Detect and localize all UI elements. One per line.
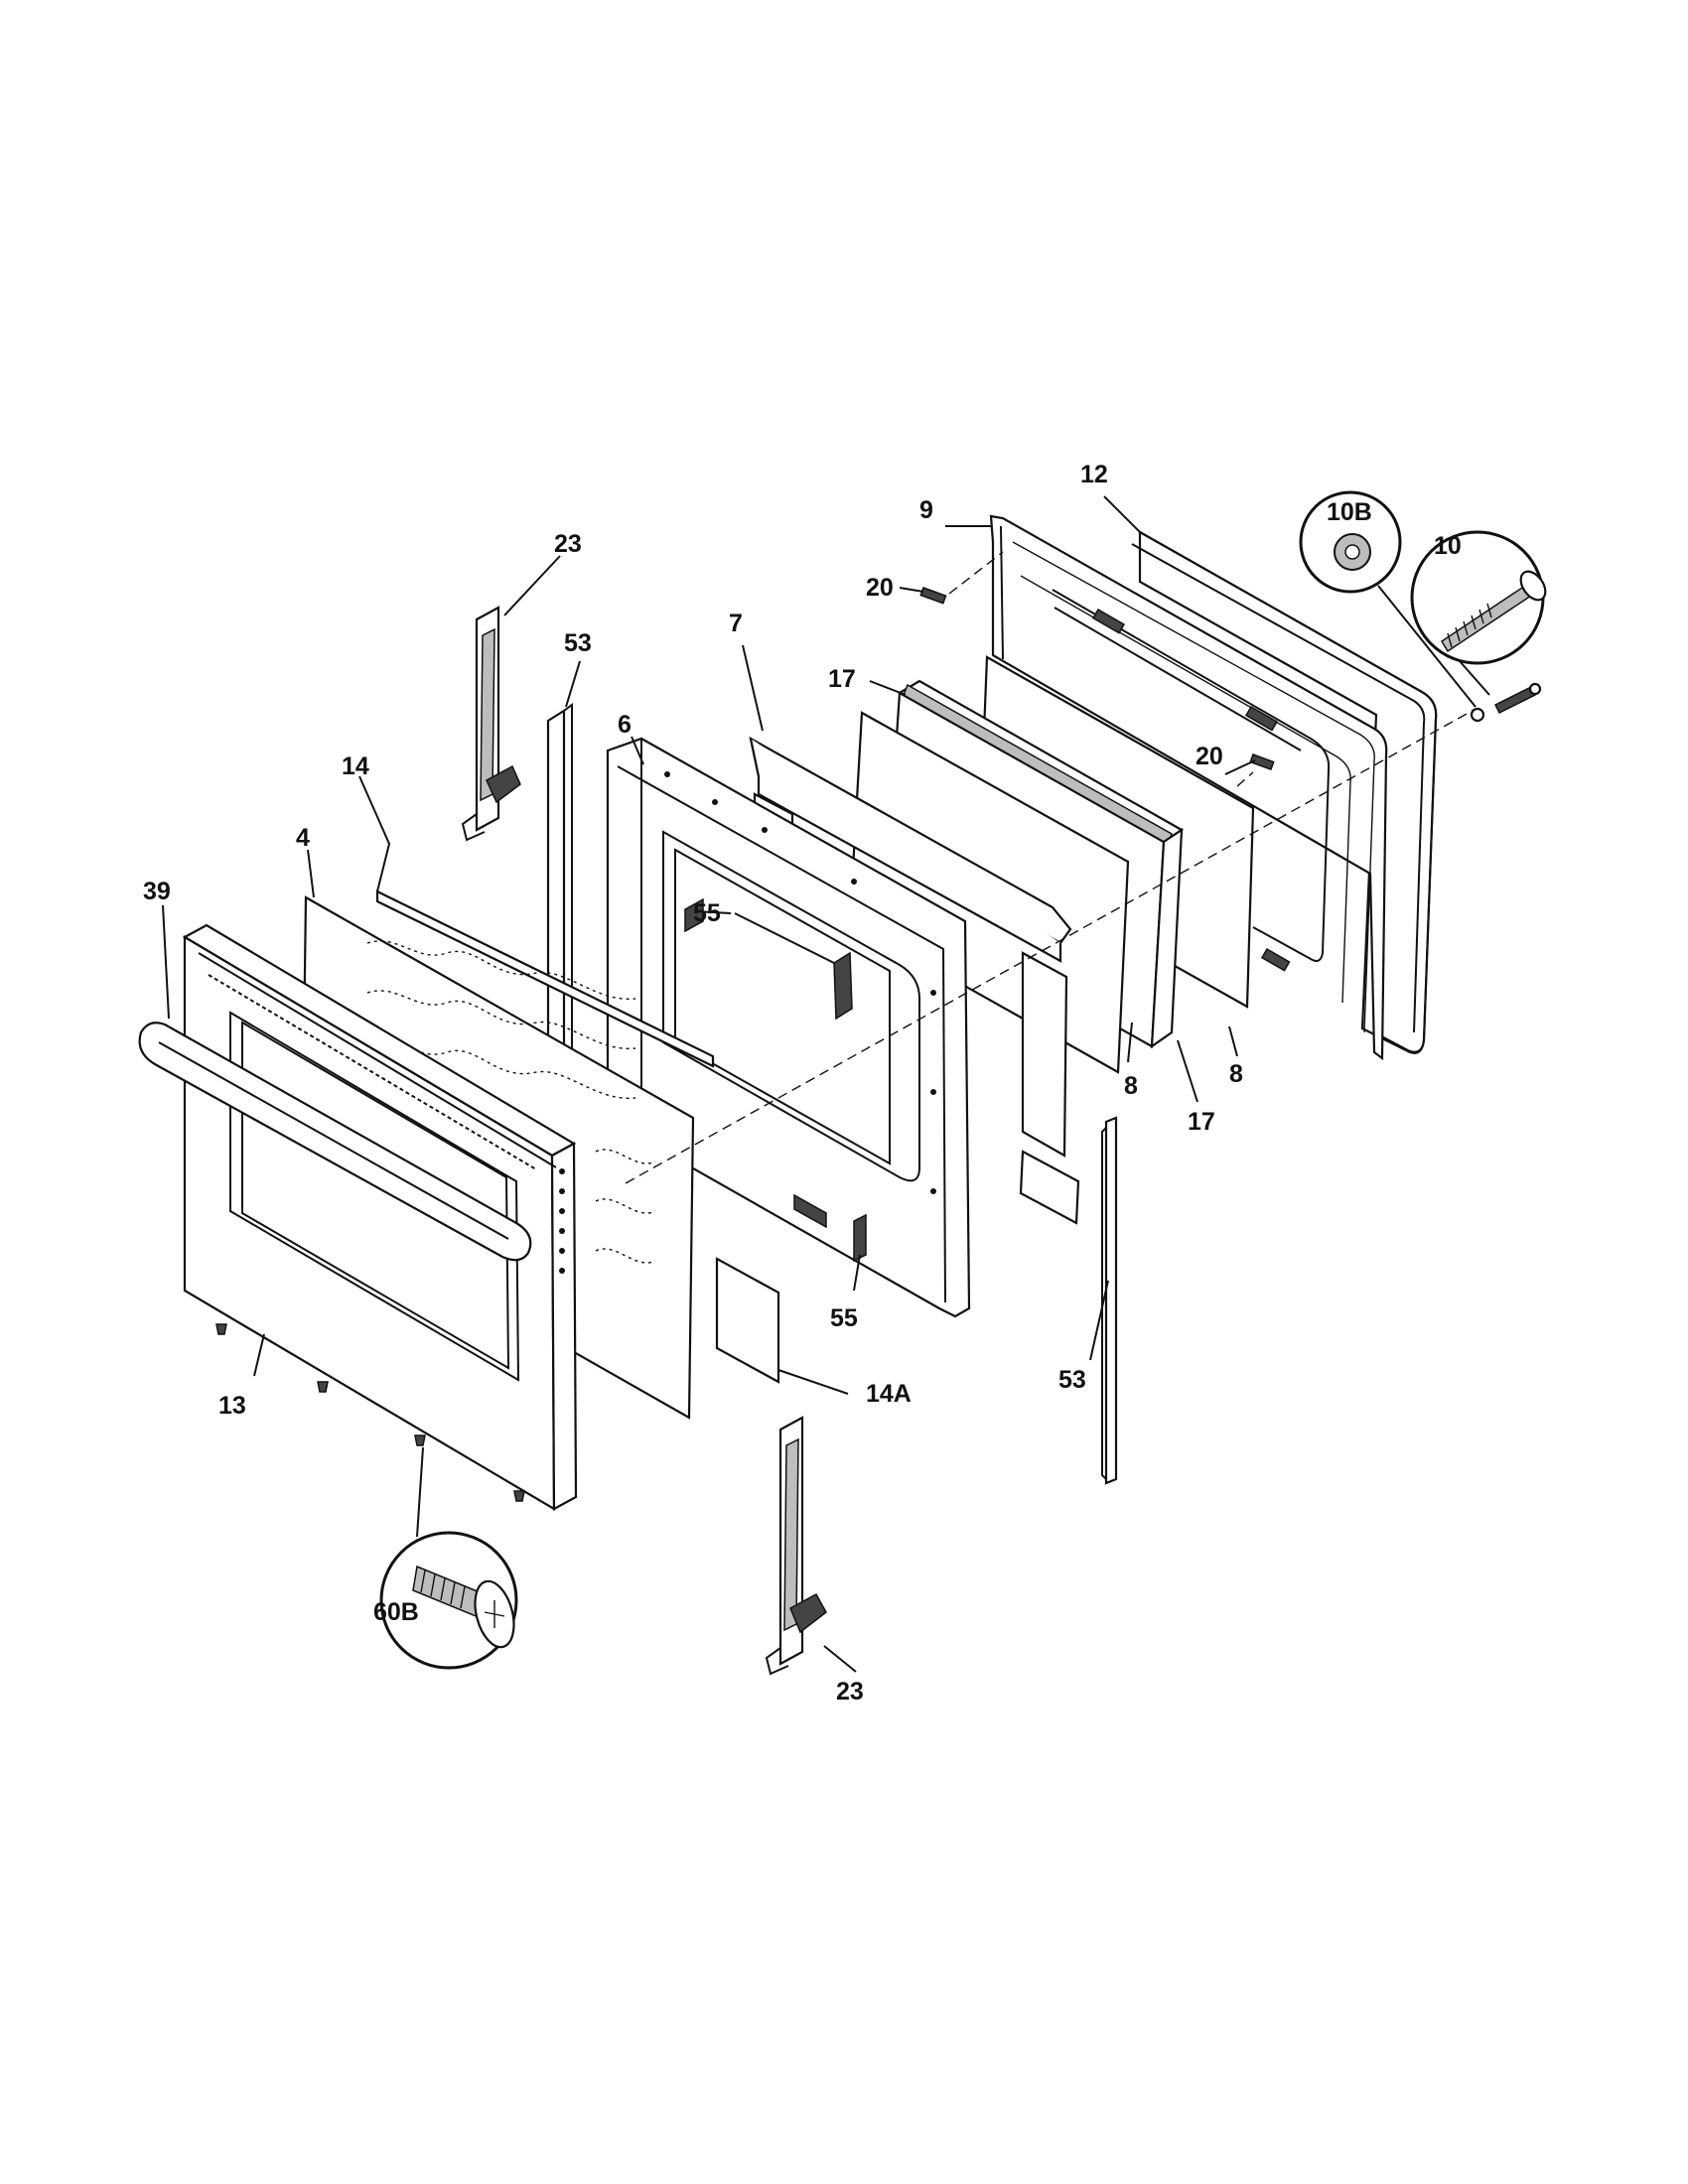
door-screws <box>215 1323 525 1502</box>
part-55-hinge-receptacle <box>684 897 867 1263</box>
label-4: 4 <box>296 824 310 852</box>
detail-10b-washer <box>1299 490 1477 708</box>
label-7: 7 <box>729 610 743 637</box>
label-14a: 14A <box>866 1380 912 1408</box>
part-12-rear-frame <box>1131 530 1438 1054</box>
label-55-bottom: 55 <box>830 1304 858 1332</box>
part-39-handle <box>138 1022 532 1262</box>
label-8-right: 8 <box>1229 1060 1243 1088</box>
part-53-side-channel-bottom <box>1101 1116 1118 1485</box>
label-39: 39 <box>143 878 171 905</box>
label-17-bottom: 17 <box>1188 1108 1215 1136</box>
label-53-bottom: 53 <box>1058 1366 1086 1394</box>
label-8-mid: 8 <box>1124 1072 1138 1100</box>
part-23-hinge-top <box>461 606 521 842</box>
label-17-top: 17 <box>828 665 856 693</box>
label-10: 10 <box>1434 532 1462 560</box>
part-14-top-trim <box>375 889 715 1068</box>
label-23-bottom: 23 <box>836 1678 864 1706</box>
alignment-lines <box>625 551 1477 1184</box>
part-labels: 23 53 14 4 39 6 7 17 9 12 20 20 10B 10 5… <box>143 461 1462 1706</box>
part-9-inner-door-panel <box>989 514 1388 1061</box>
detail-10-screw <box>1410 530 1547 696</box>
label-9: 9 <box>919 496 933 524</box>
label-6: 6 <box>618 711 632 739</box>
part-14a-label <box>715 1257 780 1384</box>
label-20-right: 20 <box>1196 743 1223 770</box>
label-14: 14 <box>342 752 369 780</box>
label-10b: 10B <box>1327 498 1372 526</box>
label-12: 12 <box>1080 461 1108 488</box>
part-23-hinge-bottom <box>765 1416 827 1676</box>
part-10-screw-and-washer <box>1470 682 1542 723</box>
label-55-top: 55 <box>693 899 721 927</box>
label-60b: 60B <box>373 1598 419 1626</box>
label-23-top: 23 <box>554 530 582 558</box>
part-13-outer-door <box>182 923 578 1511</box>
leader-lines <box>162 495 1256 1673</box>
part-20-clips <box>919 587 1275 771</box>
detail-60b-screw <box>379 1531 518 1670</box>
label-20-top: 20 <box>866 574 894 602</box>
label-13: 13 <box>218 1392 246 1420</box>
label-53-top: 53 <box>564 629 592 657</box>
